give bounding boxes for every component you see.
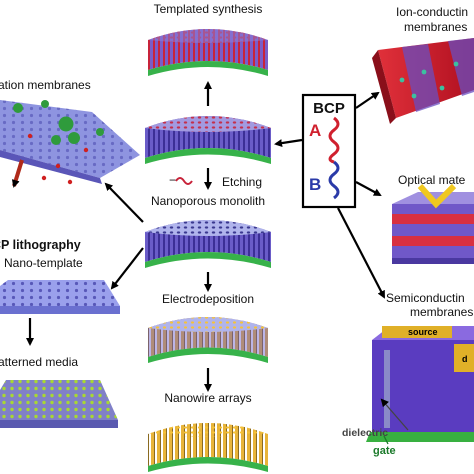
arrow-bcp-to-template [274, 138, 303, 148]
optical-materials-block [392, 183, 474, 264]
membranes-label-1: membranes [404, 20, 467, 34]
optical-materials-label: Optical mate [398, 173, 466, 187]
patterned-media-label: atterned media [0, 355, 78, 369]
separation-membranes-label: ation membranes [0, 78, 91, 92]
dielectric-label: dielectric [342, 427, 388, 439]
etched-polymer-icon [175, 177, 193, 185]
block-a-label: A [309, 121, 321, 140]
arrow-to-ion-conducting [355, 91, 380, 109]
etching-label: Etching [222, 175, 262, 189]
block-b-label: B [309, 175, 321, 194]
nano-template-block [0, 280, 120, 314]
semiconducting-device-block: source d [366, 326, 474, 442]
drain-label: d [462, 354, 468, 364]
bcp-lithography-label: CP lithography [0, 238, 81, 252]
templated-synthesis-block [148, 29, 268, 76]
gate-label: gate [373, 445, 396, 457]
nano-template-label: Nano-template [4, 256, 83, 270]
nanoporous-monolith-block [145, 220, 271, 268]
arrow-to-nano-template [110, 247, 144, 290]
electrodeposited-block [148, 317, 268, 363]
electrodeposition-label: Electrodeposition [162, 292, 254, 306]
block-a-chain-icon [328, 116, 340, 164]
nanowire-arrays-block [148, 423, 268, 472]
ion-conducting-label: Ion-conductin [396, 5, 468, 19]
patterned-media-block [0, 380, 118, 428]
semiconducting-label: Semiconductin [386, 291, 465, 305]
etching-minus-sign: − [169, 173, 176, 187]
arrow-to-optical [355, 181, 382, 196]
nanoporous-monolith-label: Nanoporous monolith [151, 194, 265, 208]
bcp-template-block [145, 116, 271, 164]
source-label: source [408, 327, 438, 337]
ion-conducting-block [372, 38, 474, 124]
arrow-to-separation-membranes [104, 182, 144, 223]
bcp-legend-box: BCP A B [301, 93, 357, 209]
block-b-chain-icon [328, 160, 340, 200]
separation-membrane-block [0, 100, 140, 188]
membranes-label-2: membranes [410, 305, 473, 319]
bcp-title: BCP [313, 100, 345, 117]
nanowire-arrays-label: Nanowire arrays [164, 391, 251, 405]
arrow-to-semiconducting [337, 207, 385, 299]
templated-synthesis-label: Templated synthesis [154, 2, 263, 16]
